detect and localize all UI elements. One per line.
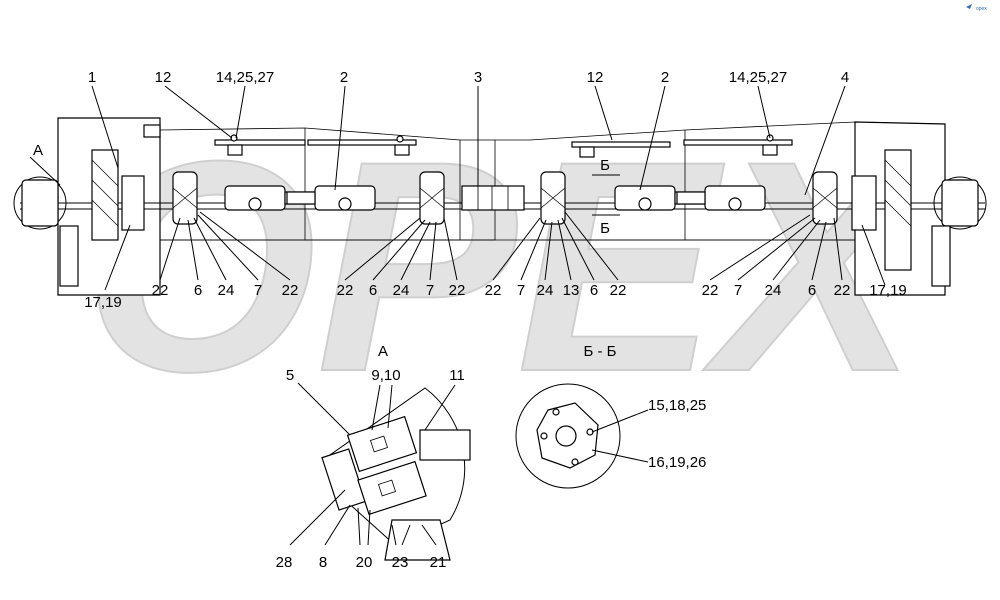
- bottom-callout: 22: [282, 282, 299, 299]
- section-view-bb: Б - Б 15,18,25 16,19,26: [515, 343, 706, 489]
- callout-21: 21: [430, 554, 447, 571]
- bottom-callout: 22: [152, 282, 169, 299]
- callout-14-25-27-left: 14,25,27: [216, 69, 274, 86]
- bottom-callout: 22: [337, 282, 354, 299]
- detail-a-title: А: [378, 343, 388, 360]
- bottom-callout: 7: [254, 282, 262, 299]
- main-leaders: [29, 85, 886, 291]
- callout-9-10: 9,10: [371, 367, 400, 384]
- bottom-callout: 24: [537, 282, 554, 299]
- bottom-callout: 24: [218, 282, 235, 299]
- callout-17-19-left: 17,19: [84, 294, 122, 311]
- bottom-callout: 22: [610, 282, 627, 299]
- universal-joints: [224, 185, 766, 211]
- callout-14-25-27-right: 14,25,27: [729, 69, 787, 86]
- bottom-callout: 6: [808, 282, 816, 299]
- detail-view-a: А 5 9,10 11 28 8 20 23 21: [276, 343, 471, 571]
- callout-2-left: 2: [340, 69, 348, 86]
- section-marks: [592, 174, 620, 216]
- callout-12-left: 12: [155, 69, 172, 86]
- bottom-callout: 22: [485, 282, 502, 299]
- section-b-mark-bottom: Б: [600, 220, 610, 237]
- view-a-mark: А: [33, 142, 43, 159]
- bottom-callout: 22: [834, 282, 851, 299]
- bottom-callout: 7: [517, 282, 525, 299]
- left-end-assembly: [13, 124, 161, 287]
- watermark-text: ОРЕХ: [83, 98, 932, 434]
- callout-5: 5: [286, 367, 294, 384]
- bottom-callout: 24: [765, 282, 782, 299]
- callout-8: 8: [319, 554, 327, 571]
- right-end-assembly: [851, 149, 987, 287]
- bottom-callout: 24: [393, 282, 410, 299]
- bottom-callout: 7: [426, 282, 434, 299]
- callout-28: 28: [276, 554, 293, 571]
- section-b-mark-top: Б: [600, 157, 610, 174]
- watermark: ОРЕХ: [82, 97, 933, 435]
- callout-12-right: 12: [587, 69, 604, 86]
- logo: орех: [966, 4, 987, 12]
- callout-11: 11: [449, 367, 465, 384]
- callout-20: 20: [356, 554, 373, 571]
- bottom-callout: 22: [449, 282, 466, 299]
- top-brackets: [214, 134, 793, 158]
- callout-16-19-26: 16,19,26: [648, 454, 706, 471]
- bottom-callout: 7: [734, 282, 742, 299]
- bearing-units: [172, 171, 838, 225]
- logo-text: орех: [976, 6, 987, 12]
- callout-2-right: 2: [661, 69, 669, 86]
- section-bb-title: Б - Б: [583, 343, 616, 360]
- callout-23: 23: [392, 554, 409, 571]
- callout-15-18-25: 15,18,25: [648, 397, 706, 414]
- logo-icon: [966, 4, 972, 9]
- callout-1: 1: [88, 69, 96, 86]
- callout-4: 4: [841, 69, 849, 86]
- bottom-row-callouts: 22 6 24 7 22 22 6 24 7 22 22 7 24 13 6 2…: [152, 282, 851, 299]
- callout-3: 3: [474, 69, 482, 86]
- bottom-callout: 6: [369, 282, 377, 299]
- bottom-callout: 22: [702, 282, 719, 299]
- bottom-callout: 6: [194, 282, 202, 299]
- callout-17-19-right: 17,19: [869, 282, 907, 299]
- main-callouts: 1 12 14,25,27 2 3 12 2 14,25,27 4 А Б Б …: [33, 69, 907, 311]
- bottom-callout: 6: [590, 282, 598, 299]
- bottom-callout: 13: [563, 282, 580, 299]
